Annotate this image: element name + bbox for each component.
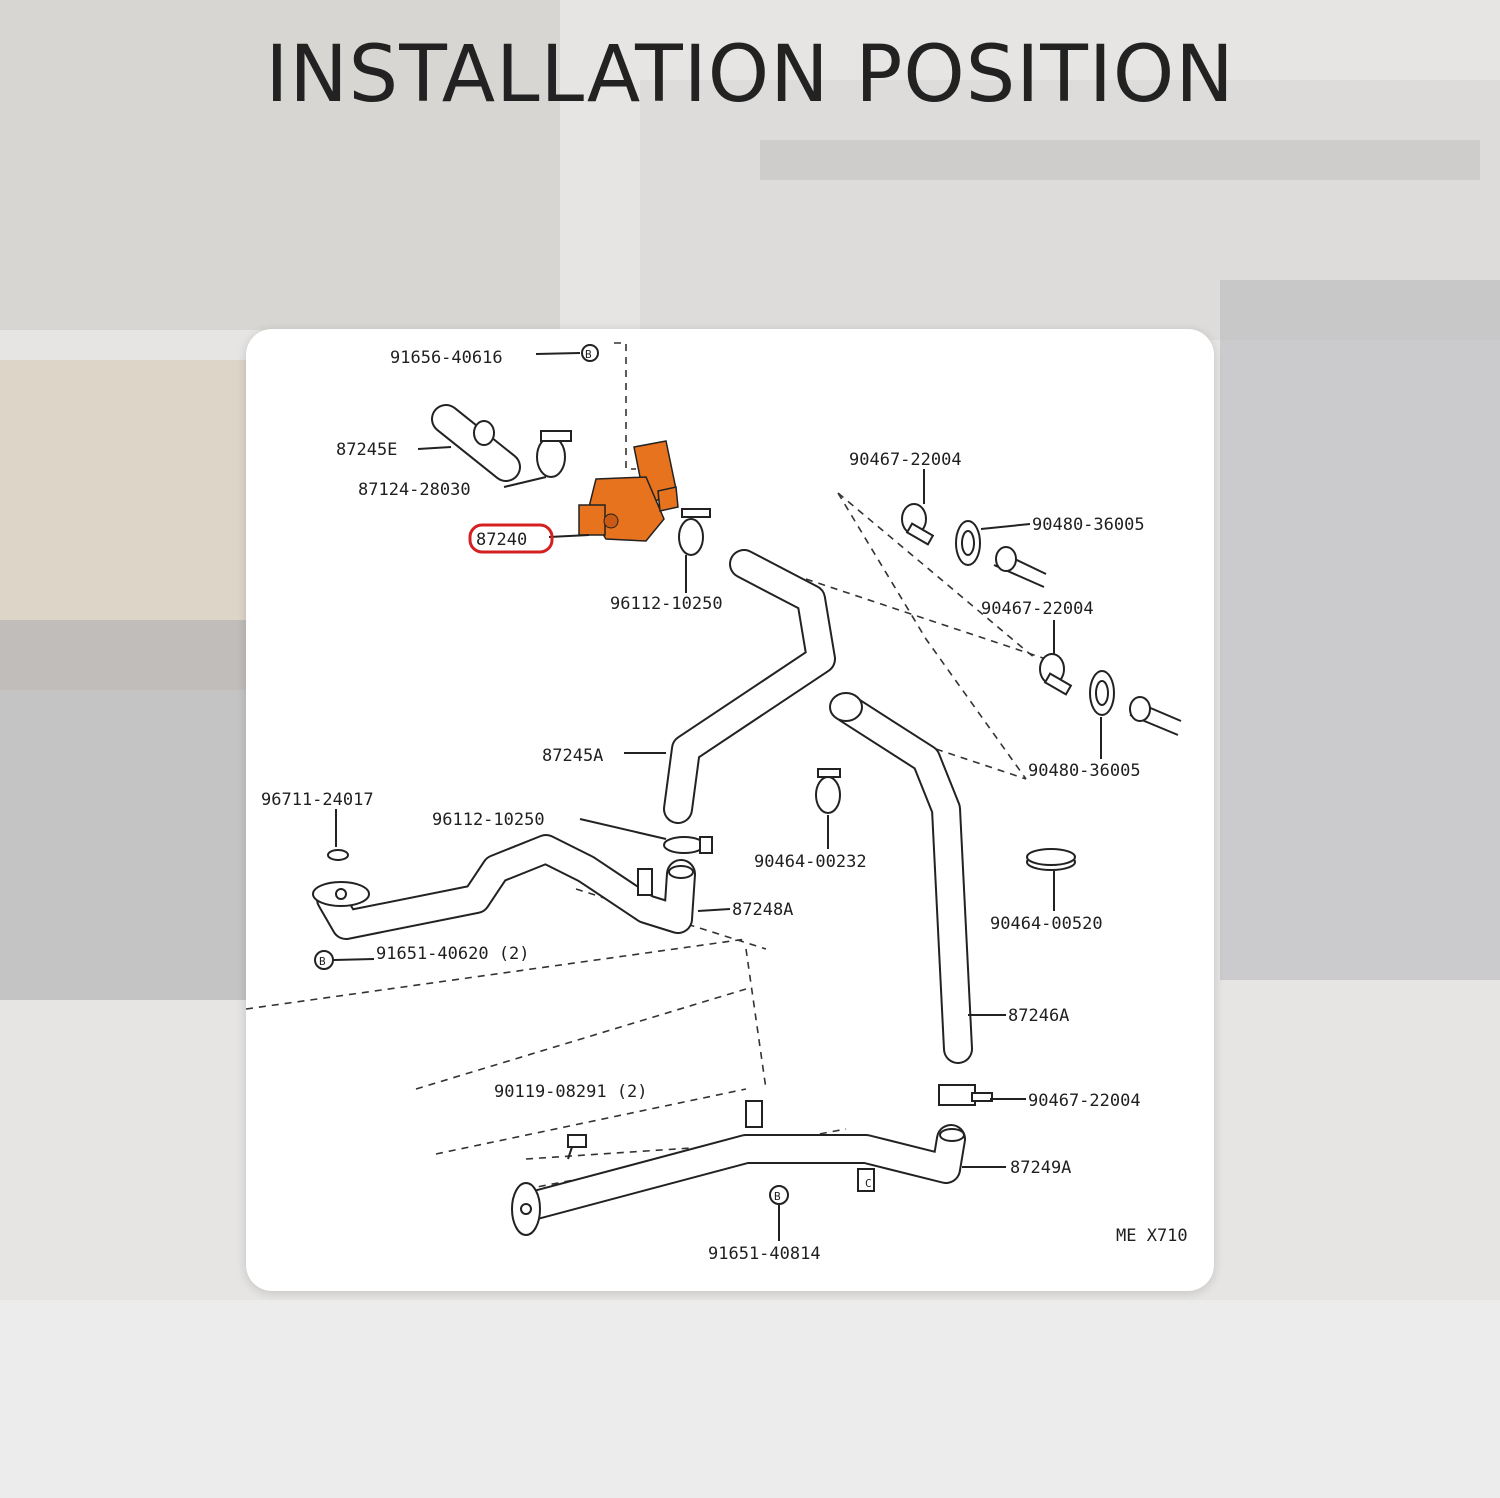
clamp-90467-lower: [938, 1084, 993, 1106]
svg-text:B: B: [774, 1190, 781, 1203]
clamp-96112-top: [678, 508, 711, 556]
label-96112-10250-mid: 96112-10250: [432, 810, 545, 830]
diagram-card: B B B C 91656-40616 87245E 87124-28030 8…: [246, 329, 1214, 1291]
page-title: INSTALLATION POSITION: [265, 30, 1235, 120]
clamp-90464-00520: [1026, 848, 1076, 871]
dashed-line-right-lower: [935, 748, 1027, 780]
grommet-90480-lower: [1089, 670, 1182, 736]
leader-87124: [503, 476, 547, 488]
dashed-line-top-bolt: [614, 342, 636, 470]
dashed-line-floor-2: [415, 988, 747, 1090]
label-91651-40620: 91651-40620 (2): [376, 944, 530, 964]
label-90480-36005-b: 90480-36005: [1028, 761, 1141, 781]
bolt-marker-top: B: [581, 344, 599, 362]
label-90480-36005-a: 90480-36005: [1032, 515, 1145, 535]
label-87245a: 87245A: [542, 746, 603, 766]
bolt-marker-bottom: B: [769, 1185, 789, 1205]
label-87124-28030: 87124-28030: [358, 480, 471, 500]
dashed-line-bracket: [745, 948, 767, 1090]
bracket-marker-c: C: [865, 1177, 872, 1190]
clamp-87124: [536, 430, 572, 478]
leader-96112-mid: [579, 818, 667, 840]
leader-90480-a: [980, 523, 1031, 530]
label-90464-00232: 90464-00232: [754, 852, 867, 872]
hose-87245e: [431, 404, 521, 482]
label-87240: 87240: [476, 530, 527, 550]
hose-87246a: [829, 692, 973, 1064]
clamp-90467-upper-right: [901, 503, 935, 546]
washer-96711: [327, 849, 349, 861]
label-90464-00520: 90464-00520: [990, 914, 1103, 934]
leader-87240: [548, 534, 590, 538]
leader-87245e: [417, 446, 452, 450]
label-91651-40814: 91651-40814: [708, 1244, 821, 1264]
label-90467-22004-a: 90467-22004: [849, 450, 962, 470]
diagram-code: ME X710: [1116, 1226, 1188, 1246]
dashed-line-floor-4: [435, 1088, 747, 1155]
dashed-line-right-cross: [837, 492, 1027, 780]
leader-87248a: [697, 908, 731, 912]
label-87245e: 87245E: [336, 440, 397, 460]
highlight-ring-87240: [468, 523, 554, 554]
svg-text:C: C: [865, 1177, 872, 1190]
parts-diagram: B B B C 91656-40616 87245E 87124-28030 8…: [246, 342, 1188, 1264]
grommet-90480-upper: [955, 520, 1047, 588]
bolt-marker-left: B: [314, 950, 334, 970]
label-90467-22004-b: 90467-22004: [981, 599, 1094, 619]
label-87248a: 87248A: [732, 900, 793, 920]
label-96112-10250-top: 96112-10250: [610, 594, 723, 614]
hose-87245a: [663, 549, 836, 824]
pipe-87249a: [511, 1100, 966, 1236]
dashed-line-floor-1: [246, 938, 747, 1010]
bolt-90119: [567, 1134, 587, 1160]
label-87249a: 87249A: [1010, 1158, 1071, 1178]
leader-91651-620: [333, 958, 375, 961]
leader-91656: [535, 352, 581, 355]
heater-valve-87240: [578, 440, 679, 542]
label-91656-40616: 91656-40616: [390, 348, 503, 368]
pipe-87248a: [312, 834, 696, 940]
svg-text:B: B: [585, 348, 592, 361]
label-96711-24017: 96711-24017: [261, 790, 374, 810]
clamp-90464-00232: [815, 768, 841, 814]
label-90467-22004-c: 90467-22004: [1028, 1091, 1141, 1111]
label-90119-08291: 90119-08291 (2): [494, 1082, 648, 1102]
label-87246a: 87246A: [1008, 1006, 1069, 1026]
dashed-line-right-upper: [837, 492, 1037, 660]
dashed-line-right-mid: [805, 578, 1047, 660]
svg-text:B: B: [319, 955, 326, 968]
clamp-90467-mid-right: [1039, 653, 1073, 696]
clamp-96112-mid: [663, 836, 713, 854]
